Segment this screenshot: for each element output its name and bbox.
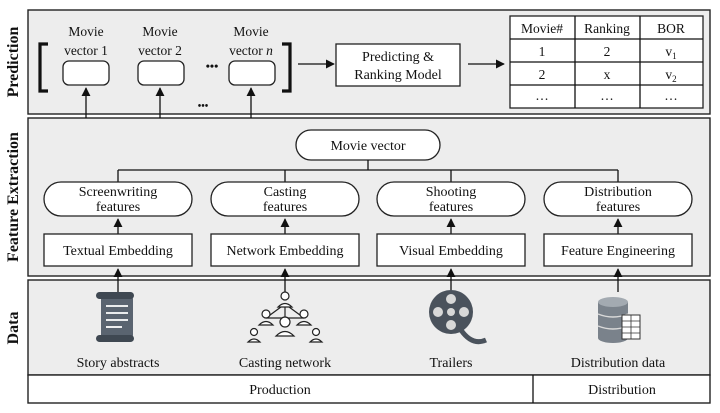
table-cell-movie-1: 1 [539, 44, 546, 59]
footer-production: Production [249, 383, 310, 398]
visual-embedding-label: Visual Embedding [399, 244, 503, 259]
movie-vector-label: Movie vector [330, 139, 405, 154]
prediction-layer-label: Prediction [5, 27, 22, 98]
story-abstracts-label: Story abstracts [77, 356, 160, 371]
table-header-movie: Movie# [521, 21, 563, 36]
result-table: Movie# Ranking BOR 1 2 v1 2 x v2 … … … [509, 15, 704, 109]
casting-features-line2: features [263, 200, 307, 215]
ranking-model-box [335, 43, 461, 87]
feature-extraction-layer-label: Feature Extraction [5, 132, 22, 262]
vector-1-line1: Movie [68, 24, 103, 39]
feature-engineering-label: Feature Engineering [561, 244, 675, 259]
feature-engineering-box [543, 233, 693, 267]
data-band [27, 279, 711, 376]
footer-band [27, 374, 711, 404]
table-header-ranking: Ranking [584, 21, 630, 36]
left-bracket [38, 42, 48, 93]
casting-features-line1: Casting [264, 185, 307, 200]
vector-n-italic: n [266, 43, 273, 58]
table-cell-bor-1-base: v [665, 44, 672, 59]
ranking-model-line1: Predicting & [362, 50, 434, 65]
shooting-features-line1: Shooting [426, 185, 477, 200]
vector-1-line2: vector 1 [64, 43, 108, 58]
vector-n-line2: vector n [229, 43, 273, 58]
casting-features-box [210, 181, 360, 217]
vector-n-line2-text: vector [229, 43, 266, 58]
arrows-ellipsis: ••• [198, 101, 209, 112]
database-icon [597, 297, 641, 343]
trailers-label: Trailers [429, 356, 472, 371]
film-reel-icon [429, 290, 487, 345]
vector-2-line2: vector 2 [138, 43, 182, 58]
vector-2-line1: Movie [142, 24, 177, 39]
textual-embedding-box [43, 233, 193, 267]
screenwriting-features-box [43, 181, 193, 217]
distribution-features-box [543, 181, 693, 217]
vector-n-box [228, 60, 276, 86]
table-cell-bor-2: v2 [665, 67, 676, 84]
scroll-icon [96, 292, 134, 342]
table-cell-movie-2: 2 [539, 67, 546, 82]
right-bracket [282, 42, 292, 93]
vector-1-box [62, 60, 110, 86]
textual-embedding-label: Textual Embedding [63, 244, 173, 259]
vector-2-box [137, 60, 185, 86]
table-header-bor: BOR [657, 21, 685, 36]
table-cell-movie-3: … [535, 88, 549, 103]
casting-network-label: Casting network [239, 356, 331, 371]
ranking-model-line2: Ranking Model [354, 68, 442, 83]
network-icon [246, 291, 324, 343]
shooting-features-box [376, 181, 526, 217]
screenwriting-features-line2: features [96, 200, 140, 215]
distribution-features-line2: features [596, 200, 640, 215]
distribution-features-line1: Distribution [584, 185, 652, 200]
data-layer-label: Data [5, 312, 22, 345]
screenwriting-features-line1: Screenwriting [79, 185, 158, 200]
network-embedding-box [210, 233, 360, 267]
table-cell-bor-3: … [664, 88, 678, 103]
vector-n-line1: Movie [233, 24, 268, 39]
vectors-ellipsis: ••• [206, 59, 219, 73]
table-cell-bor-2-base: v [665, 67, 672, 82]
table-cell-ranking-2: x [604, 67, 611, 82]
table-cell-bor-1: v1 [665, 44, 676, 61]
network-embedding-label: Network Embedding [226, 244, 343, 259]
footer-distribution: Distribution [588, 383, 656, 398]
shooting-features-line2: features [429, 200, 473, 215]
table-cell-bor-1-sub: 1 [672, 51, 677, 61]
table-cell-bor-2-sub: 2 [672, 74, 677, 84]
table-cell-ranking-3: … [600, 88, 614, 103]
table-cell-ranking-1: 2 [604, 44, 611, 59]
visual-embedding-box [376, 233, 526, 267]
distribution-data-label: Distribution data [571, 356, 666, 371]
